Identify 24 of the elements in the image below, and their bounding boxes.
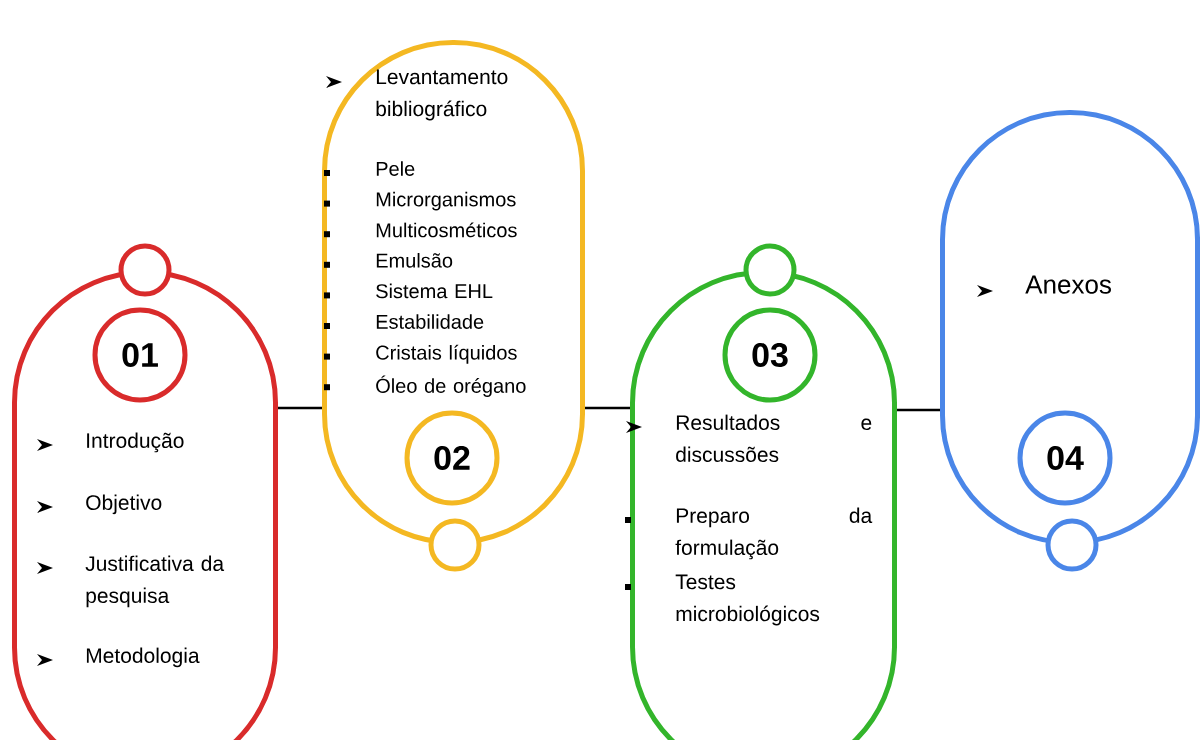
list-item: Objetivo <box>37 494 162 515</box>
list-item: Multicosméticos <box>324 222 517 238</box>
list-item: Microrganismos <box>324 191 516 211</box>
list-item: Justificativa da pesquisa <box>37 555 225 608</box>
connector-line <box>897 408 940 412</box>
list-item: Pele <box>324 161 415 176</box>
list-item: Metodologia <box>37 647 200 668</box>
connector-line <box>278 406 322 410</box>
list-item: Óleo de orégano <box>324 375 526 397</box>
list-item: Cristais líquidos <box>324 344 517 364</box>
list-item: Sistema EHL <box>324 283 493 299</box>
list-item: Estabilidade <box>324 314 484 329</box>
small-circle <box>118 243 172 297</box>
small-circle <box>1045 518 1099 572</box>
list-item: Anexos <box>977 275 1111 297</box>
list-item: Preparo da formulação <box>625 507 873 560</box>
small-circle <box>743 243 797 297</box>
list-item: Testes microbiológicos <box>625 574 820 626</box>
list-item: Introdução <box>37 432 184 453</box>
connector-line <box>585 406 630 410</box>
list-item: Levantamento bibliográfico <box>326 69 508 121</box>
list-item: Emulsão <box>324 253 453 268</box>
list-item: Resultados e discussões <box>626 414 872 463</box>
small-circle <box>428 518 482 572</box>
